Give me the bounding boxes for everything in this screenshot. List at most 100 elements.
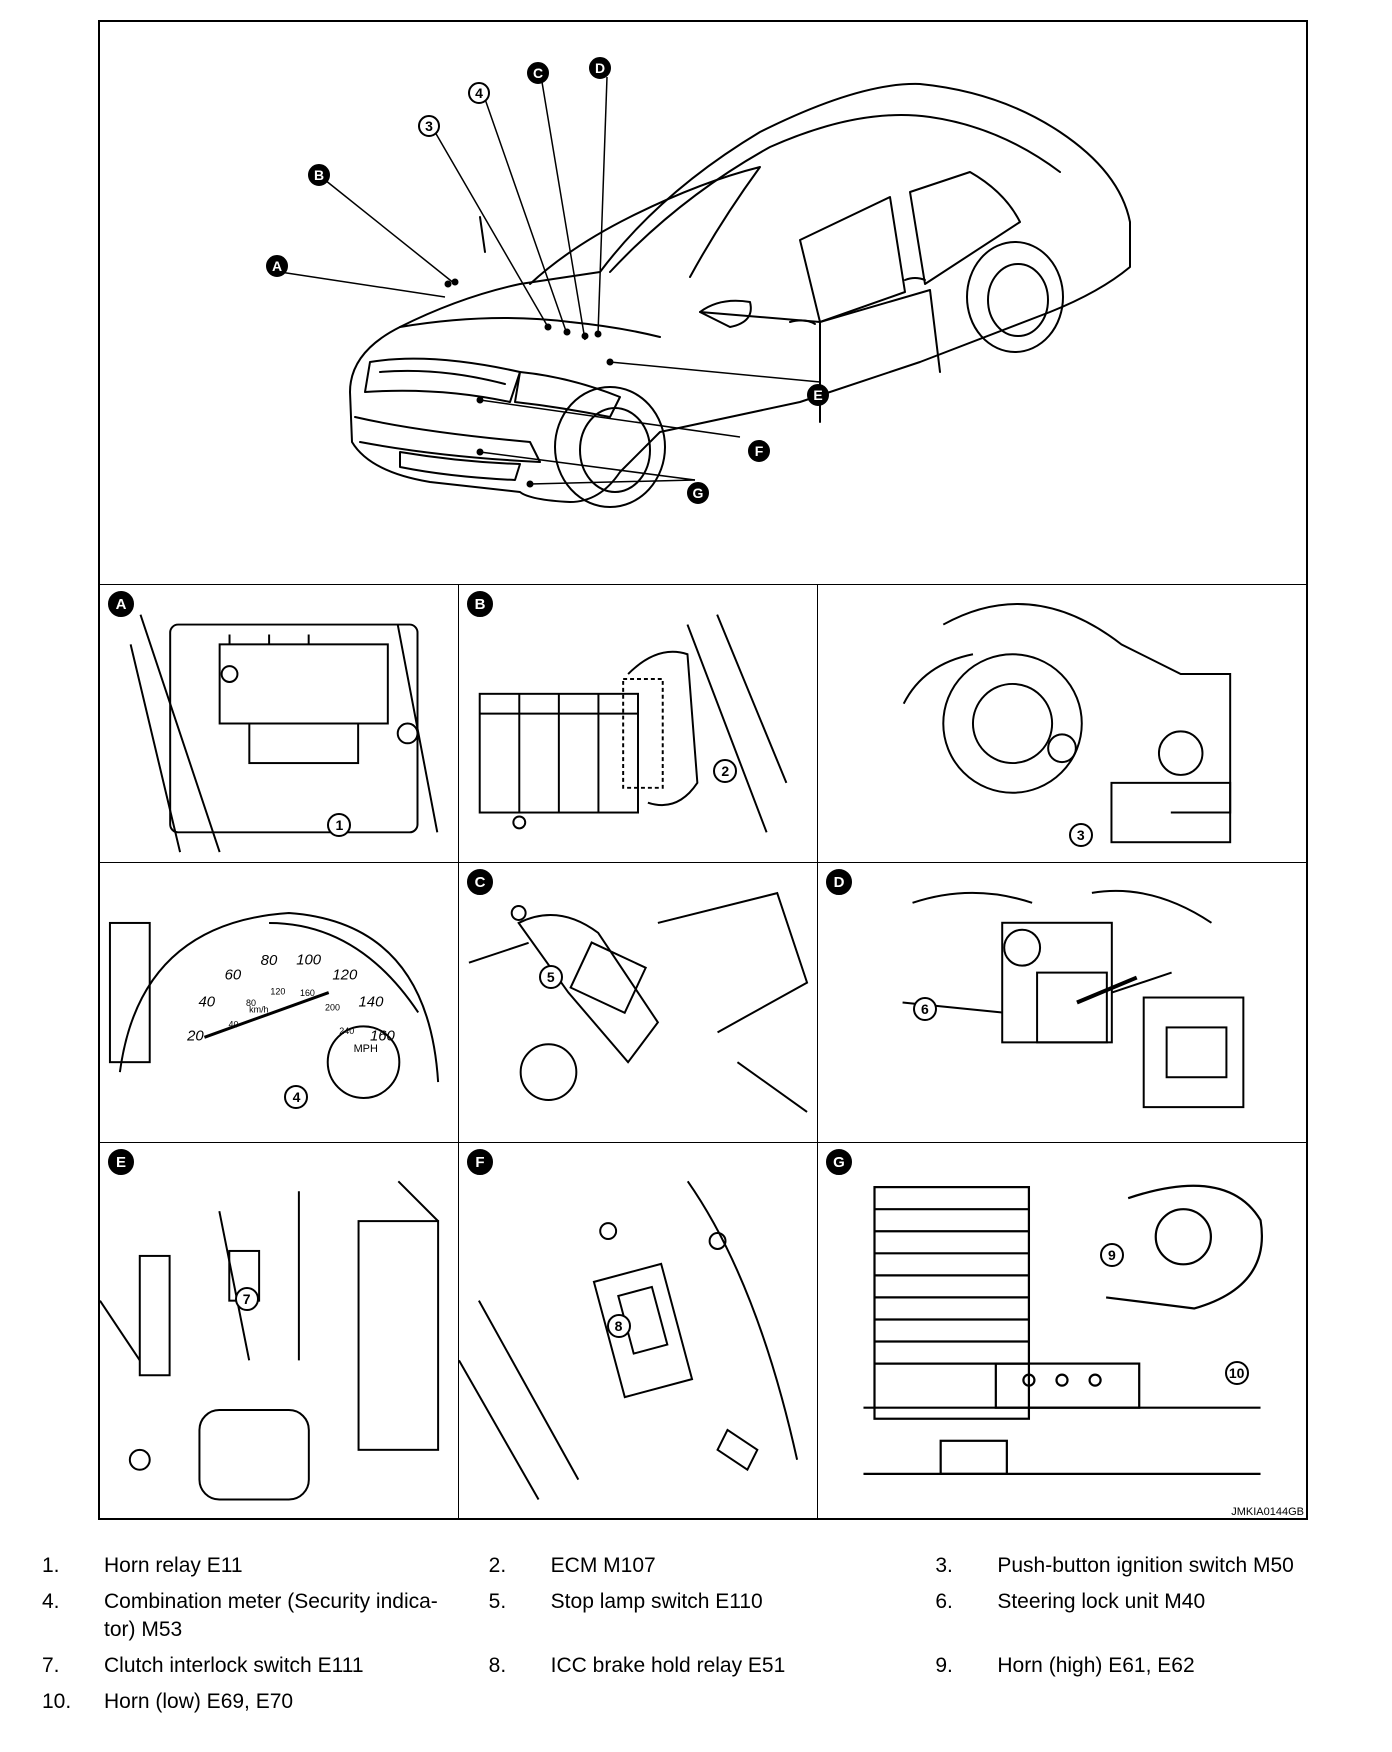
- callout-number-8: 8: [606, 1314, 631, 1339]
- legend-number: 1.: [42, 1554, 60, 1577]
- legend-item: 3. Push-button ignition switch M50: [923, 1552, 1370, 1580]
- callout-number-7: 7: [234, 1286, 259, 1311]
- gauge-needle: [203, 991, 330, 1039]
- legend-text: Stop lamp switch E110: [550, 1590, 763, 1613]
- legend-item: 4. Combination meter (Security indica-tor…: [30, 1588, 477, 1644]
- panel-letter-e: E: [108, 1149, 134, 1175]
- gauge-mph-label: 120: [332, 967, 358, 983]
- legend-row: 4. Combination meter (Security indica-tor…: [30, 1588, 1370, 1644]
- panel-sketch: [902, 889, 1245, 1109]
- gauge-mph-label: 40: [199, 995, 216, 1011]
- callout-number-4: 4: [284, 1085, 309, 1109]
- legend-number: 7.: [42, 1654, 60, 1677]
- legend-number: 8.: [488, 1654, 507, 1677]
- callout-c: C: [527, 62, 549, 84]
- gauge-kmh-label: 120: [270, 986, 285, 996]
- figure-code: JMKIA0144GB: [1231, 1506, 1304, 1518]
- legend-text: Horn (low) E69, E70: [104, 1690, 294, 1713]
- legend-text: ECM M107: [550, 1554, 656, 1577]
- legend-number: 3.: [935, 1554, 953, 1577]
- gauge-kmh-label: 240: [339, 1026, 354, 1036]
- legend-item: 1. Horn relay E11: [30, 1552, 477, 1580]
- panel-sketch: [459, 1180, 799, 1501]
- callout-number-1: 1: [327, 813, 352, 838]
- callout-g: G: [687, 482, 709, 504]
- gauge-kmh-label: 200: [325, 1003, 340, 1013]
- legend-item: 10. Horn (low) E69, E70: [30, 1688, 478, 1716]
- panel-sketch: [478, 614, 788, 833]
- callout-number-5: 5: [538, 965, 563, 989]
- panel-letter-d: D: [826, 869, 852, 895]
- legend-row: 10. Horn (low) E69, E70: [30, 1688, 1370, 1716]
- gauge-mph-label: 140: [359, 994, 385, 1010]
- vehicle-overview: A B C D E F G 3 4: [100, 22, 1306, 584]
- legend-number: 6.: [935, 1590, 953, 1613]
- vehicle-overview-drawing: [279, 76, 1131, 508]
- legend-text: Push-button ignition switch M50: [997, 1554, 1294, 1577]
- callout-a: A: [266, 255, 288, 277]
- panel-sketch: [902, 603, 1232, 844]
- callout-b: B: [308, 164, 330, 186]
- callout-d: D: [589, 57, 611, 79]
- panel-g: G 9 10: [818, 1142, 1306, 1518]
- callout-number-9: 9: [1099, 1242, 1124, 1267]
- panel-sketch: [100, 1180, 440, 1501]
- callout-4: 4: [468, 82, 490, 104]
- panel-letter-g: G: [826, 1149, 852, 1175]
- legend-item: 2. ECM M107: [477, 1552, 924, 1580]
- gauge-kmh-label: 80: [246, 998, 256, 1008]
- legend-text: Steering lock unit M40: [997, 1590, 1206, 1613]
- callout-number-6: 6: [912, 997, 937, 1021]
- legend-item: 9. Horn (high) E61, E62: [923, 1652, 1370, 1680]
- callout-f: F: [748, 440, 770, 462]
- legend-item: 5. Stop lamp switch E110: [477, 1588, 924, 1644]
- panel-letter-f: F: [467, 1149, 493, 1175]
- legend-number: 10.: [42, 1690, 72, 1713]
- legend-number: 5.: [488, 1590, 507, 1613]
- panel-letter-a: A: [108, 591, 134, 617]
- callout-number-10: 10: [1224, 1360, 1249, 1385]
- gauge-mph-label: 60: [225, 968, 242, 984]
- legend-text: ICC brake hold relay E51: [550, 1654, 786, 1677]
- legend-number: 4.: [42, 1590, 60, 1613]
- gauge-kmh-label: 160: [300, 988, 315, 998]
- panel-sketch: [863, 1184, 1263, 1475]
- callout-e: E: [807, 384, 829, 406]
- legend-number: 2.: [488, 1554, 507, 1577]
- legend: 1. Horn relay E11 2. ECM M107 3. Push-button …: [30, 1552, 1370, 1724]
- gauge-mph-label: 160: [370, 1029, 396, 1045]
- legend-text: Horn (high) E61, E62: [997, 1654, 1195, 1677]
- legend-item: 6. Steering lock unit M40: [923, 1588, 1370, 1644]
- panel-letter-b: B: [467, 591, 493, 617]
- panel-letter-c: C: [467, 869, 493, 895]
- legend-number: 9.: [935, 1654, 953, 1677]
- panel-sketch: [129, 614, 439, 853]
- callout-number-3: 3: [1068, 823, 1093, 848]
- gauge-mph-label: 100: [296, 953, 322, 969]
- panel-sketch: [468, 891, 809, 1113]
- callout-number-2: 2: [713, 758, 738, 783]
- callout-3: 3: [418, 115, 440, 137]
- legend-text: Horn relay E11: [104, 1554, 243, 1577]
- legend-row: 7. Clutch interlock switch E111 8. ICC brak…: [30, 1652, 1370, 1680]
- gauge-unit-label: km/h: [249, 1004, 268, 1014]
- legend-item: 7. Clutch interlock switch E111: [30, 1652, 477, 1680]
- legend-text: Combination meter (Security indica-tor) …: [104, 1590, 438, 1641]
- legend-text: Clutch interlock switch E111: [104, 1654, 364, 1677]
- gauge-mph-label: 80: [261, 953, 278, 969]
- gauge-kmh-label: 40: [229, 1019, 239, 1029]
- panel-p3: 3: [818, 584, 1306, 862]
- gauge-mph-label: 20: [186, 1029, 204, 1045]
- legend-row: 1. Horn relay E11 2. ECM M107 3. Push-button …: [30, 1552, 1370, 1580]
- legend-item: 8. ICC brake hold relay E51: [477, 1652, 924, 1680]
- gauge-unit-label: MPH: [354, 1043, 378, 1055]
